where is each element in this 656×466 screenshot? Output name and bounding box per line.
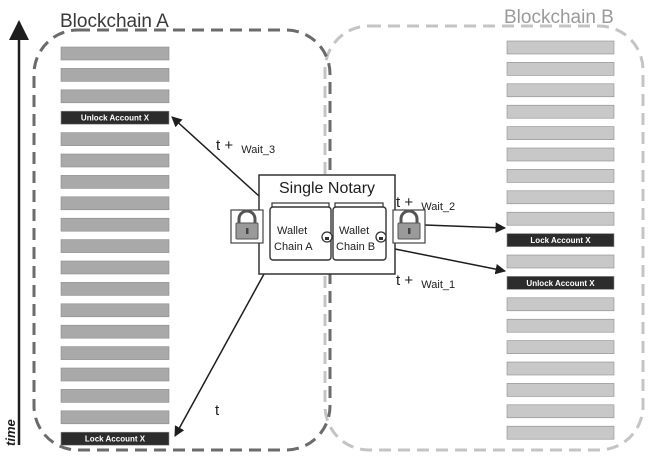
wallet-b-line2: Chain B — [336, 241, 375, 253]
wallet-chain-b: Wallet Chain B — [332, 202, 387, 261]
chain-a-block — [60, 46, 170, 61]
chain-b-block — [506, 425, 615, 440]
blockchain-a-blocks: Unlock Account X Lock Account X — [60, 46, 170, 446]
chain-b-block — [506, 147, 615, 162]
chain-a-event-block — [60, 431, 170, 446]
padlock-chain-b-icon — [392, 209, 426, 244]
arrow-to-unlock-b — [384, 246, 507, 275]
chain-b-block — [506, 318, 615, 333]
chain-a-block — [60, 324, 170, 339]
chain-b-event-label: Lock Account X — [530, 236, 591, 245]
chain-a-event-label: Lock Account X — [85, 435, 146, 444]
chain-b-block — [506, 190, 615, 205]
chain-a-event-block — [60, 110, 170, 125]
time-axis-label: time — [3, 419, 18, 446]
chain-b-block — [506, 211, 615, 226]
arrow-to-lock-a — [174, 273, 265, 437]
chain-a-block — [60, 132, 170, 146]
chain-a-block — [60, 196, 170, 211]
wallet-chain-a: Wallet Chain A — [269, 202, 333, 261]
wallet-b-line1: Wallet — [339, 225, 369, 237]
chain-a-block — [60, 217, 170, 232]
blockchain-a-title: Blockchain A — [60, 11, 169, 32]
arrow-to-lock-b — [424, 222, 507, 233]
chain-a-block — [60, 389, 170, 403]
arrow-to-unlock-a — [171, 116, 260, 197]
chain-a-block — [60, 153, 170, 168]
chain-a-block — [60, 303, 170, 318]
chain-b-block — [506, 104, 615, 119]
chain-a-block — [60, 175, 170, 189]
chain-b-block — [506, 297, 615, 312]
blockchain-b-title: Blockchain B — [504, 7, 614, 28]
chain-a-event-label: Unlock Account X — [81, 114, 150, 123]
label-wait-2: t + Wait_2 — [396, 194, 455, 213]
chain-b-block — [506, 404, 615, 419]
chain-a-block — [60, 410, 170, 425]
chain-b-event-block — [506, 233, 615, 247]
chain-b-block — [506, 83, 615, 98]
chain-b-block — [506, 126, 615, 140]
chain-b-block — [506, 40, 615, 55]
chain-a-block — [60, 260, 170, 275]
chain-b-block — [506, 361, 615, 376]
padlock-chain-a-icon — [230, 209, 264, 244]
chain-a-block — [60, 367, 170, 382]
chain-a-block — [60, 346, 170, 360]
label-t: t — [215, 402, 220, 419]
chain-b-event-label: Unlock Account X — [526, 279, 595, 288]
chain-b-block — [506, 340, 615, 354]
blockchain-b-frame — [323, 24, 645, 452]
single-notary: Single Notary Wallet Chain A Wallet Chai… — [230, 174, 426, 275]
notary-title: Single Notary — [279, 180, 375, 197]
chain-a-block — [60, 239, 170, 253]
chain-a-block — [60, 68, 170, 82]
wallet-a-line2: Chain A — [274, 241, 313, 253]
chain-a-block — [60, 282, 170, 296]
chain-a-block — [60, 89, 170, 104]
chain-b-event-block — [506, 276, 615, 290]
chain-b-block — [506, 254, 615, 269]
chain-b-block — [506, 169, 615, 183]
wallet-a-line1: Wallet — [277, 225, 307, 237]
label-wait-3: t + Wait_3 — [216, 137, 275, 156]
label-wait-1: t + Wait_1 — [396, 272, 455, 291]
chain-b-block — [506, 62, 615, 76]
blockchain-b-blocks: Lock Account X Unlock Account X — [506, 40, 615, 440]
chain-b-block — [506, 383, 615, 397]
